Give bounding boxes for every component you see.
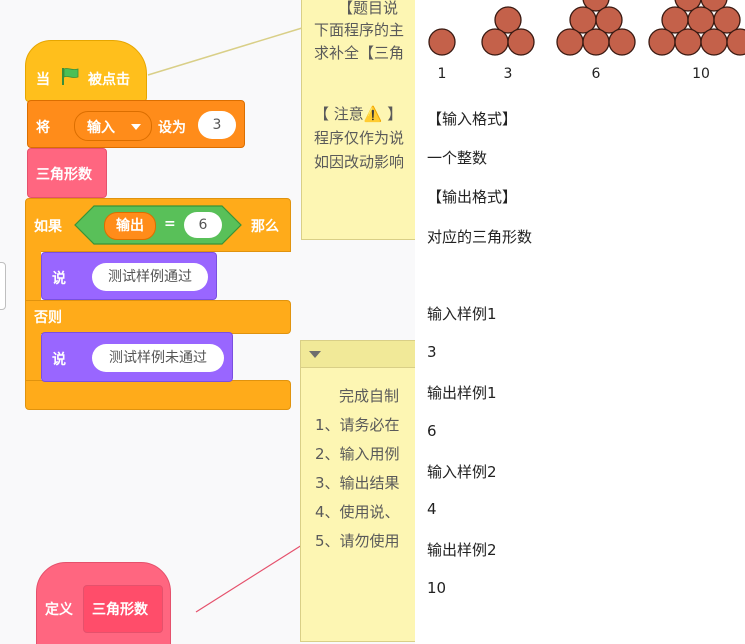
triangle-numbers-figure: [428, 0, 745, 56]
triangle-dot: [595, 6, 623, 34]
sample-output-2-value: 10: [427, 579, 447, 597]
output-variable-reporter[interactable]: 输出: [104, 212, 156, 240]
canvas-edge-handle[interactable]: [0, 262, 6, 310]
note-line: 5、请勿使用: [315, 532, 400, 550]
code-canvas[interactable]: 【题目说 下面程序的主 求补全【三角 【 注意⚠️ 】 程序仅作为说 如因改动影…: [0, 0, 415, 644]
call-triangle-block[interactable]: 三角形数: [27, 148, 107, 198]
when-flag-clicked-block[interactable]: 当 被点击: [25, 40, 147, 102]
figure-label: 3: [503, 66, 513, 82]
sample-input-2-value: 4: [427, 500, 437, 518]
custom-block-prototype[interactable]: 三角形数: [83, 585, 163, 633]
note-line: 求补全【三角: [314, 44, 405, 62]
if-else-bottom[interactable]: [25, 380, 291, 410]
triangle-dot: [648, 28, 676, 56]
block-text: 定义: [45, 602, 73, 618]
triangle-dot: [556, 28, 584, 56]
block-text: 被点击: [88, 72, 130, 88]
triangle-dot: [428, 28, 456, 56]
problem-description-panel: 1 3 6 10 【输入格式】 一个整数 【输出格式】 对应的三角形数 输入样例…: [415, 0, 745, 644]
dropdown-arrow-icon: [131, 124, 141, 130]
triangle-dot: [481, 28, 509, 56]
note-title: 【题目说: [338, 0, 399, 17]
triangle-dot: [700, 28, 728, 56]
sample-input-1-label: 输入样例1: [427, 305, 497, 323]
say-text-input[interactable]: 测试样例通过: [92, 263, 208, 291]
note-line: 2、输入用例: [315, 445, 400, 463]
input-format-heading: 【输入格式】: [427, 110, 518, 128]
sample-input-2-label: 输入样例2: [427, 463, 497, 481]
block-text: 当: [36, 72, 50, 88]
triangle-dot: [608, 28, 636, 56]
sample-output-1-label: 输出样例1: [427, 384, 497, 402]
block-text: 将: [36, 120, 50, 136]
variable-name: 输入: [87, 120, 115, 136]
green-flag-icon: [62, 68, 79, 85]
define-triangle-block[interactable]: 定义 三角形数: [36, 562, 171, 644]
note-line: 下面程序的主: [314, 21, 405, 39]
block-text: 如果: [34, 219, 62, 235]
set-variable-block[interactable]: 将 输入 设为 3: [27, 100, 245, 148]
note-line: 程序仅作为说: [314, 129, 405, 147]
block-text: 说: [52, 352, 66, 368]
say-pass-block[interactable]: 说 测试样例通过: [41, 252, 217, 300]
if-else-block[interactable]: 如果 输出 = 6 那么: [25, 198, 291, 252]
figure-label: 1: [437, 66, 447, 82]
sample-output-1-value: 6: [427, 422, 437, 440]
note-line: 3、输出结果: [315, 474, 400, 492]
triangle-dot: [674, 28, 702, 56]
triangle-dot: [726, 28, 745, 56]
comment-note-bottom[interactable]: 完成自制 1、请务必在 2、输入用例 3、输出结果 4、使用说、 5、请勿使用: [300, 340, 415, 642]
input-format-text: 一个整数: [427, 149, 488, 167]
triangle-dot: [507, 28, 535, 56]
block-text: 说: [52, 271, 66, 287]
note-header[interactable]: [301, 341, 415, 368]
block-text: 设为: [158, 120, 186, 136]
triangle-dot: [582, 28, 610, 56]
block-text: 否则: [34, 310, 62, 326]
compare-value-input[interactable]: 6: [184, 212, 222, 238]
note-line: 如因改动影响: [314, 153, 405, 171]
say-text-input[interactable]: 测试样例未通过: [92, 344, 224, 372]
set-value-input[interactable]: 3: [198, 111, 236, 139]
if-block-arm: [25, 250, 41, 312]
variable-dropdown[interactable]: 输入: [74, 111, 152, 141]
note-line: 完成自制: [339, 387, 400, 405]
output-format-text: 对应的三角形数: [427, 228, 533, 246]
triangle-dot: [494, 6, 522, 34]
else-block-arm: [25, 332, 41, 382]
note-line: 【 注意⚠️ 】: [314, 105, 403, 123]
comment-connector-lines: [147, 27, 303, 613]
equals-operator[interactable]: 输出 = 6: [74, 205, 242, 245]
equals-sign: =: [164, 216, 176, 232]
comment-note-top[interactable]: 【题目说 下面程序的主 求补全【三角 【 注意⚠️ 】 程序仅作为说 如因改动影…: [301, 0, 415, 240]
sample-input-1-value: 3: [427, 343, 437, 361]
block-text: 三角形数: [92, 602, 148, 618]
collapse-triangle-icon[interactable]: [309, 351, 321, 359]
note-line: 4、使用说、: [315, 503, 400, 521]
note-line: 1、请务必在: [315, 416, 400, 434]
figure-label: 6: [591, 66, 601, 82]
block-text: 那么: [251, 219, 279, 235]
else-bar[interactable]: 否则: [25, 300, 291, 334]
sample-output-2-label: 输出样例2: [427, 541, 497, 559]
figure-label: 10: [692, 66, 710, 82]
block-text: 三角形数: [36, 167, 92, 183]
triangle-dot: [713, 6, 741, 34]
output-format-heading: 【输出格式】: [427, 188, 518, 206]
say-fail-block[interactable]: 说 测试样例未通过: [41, 332, 233, 382]
